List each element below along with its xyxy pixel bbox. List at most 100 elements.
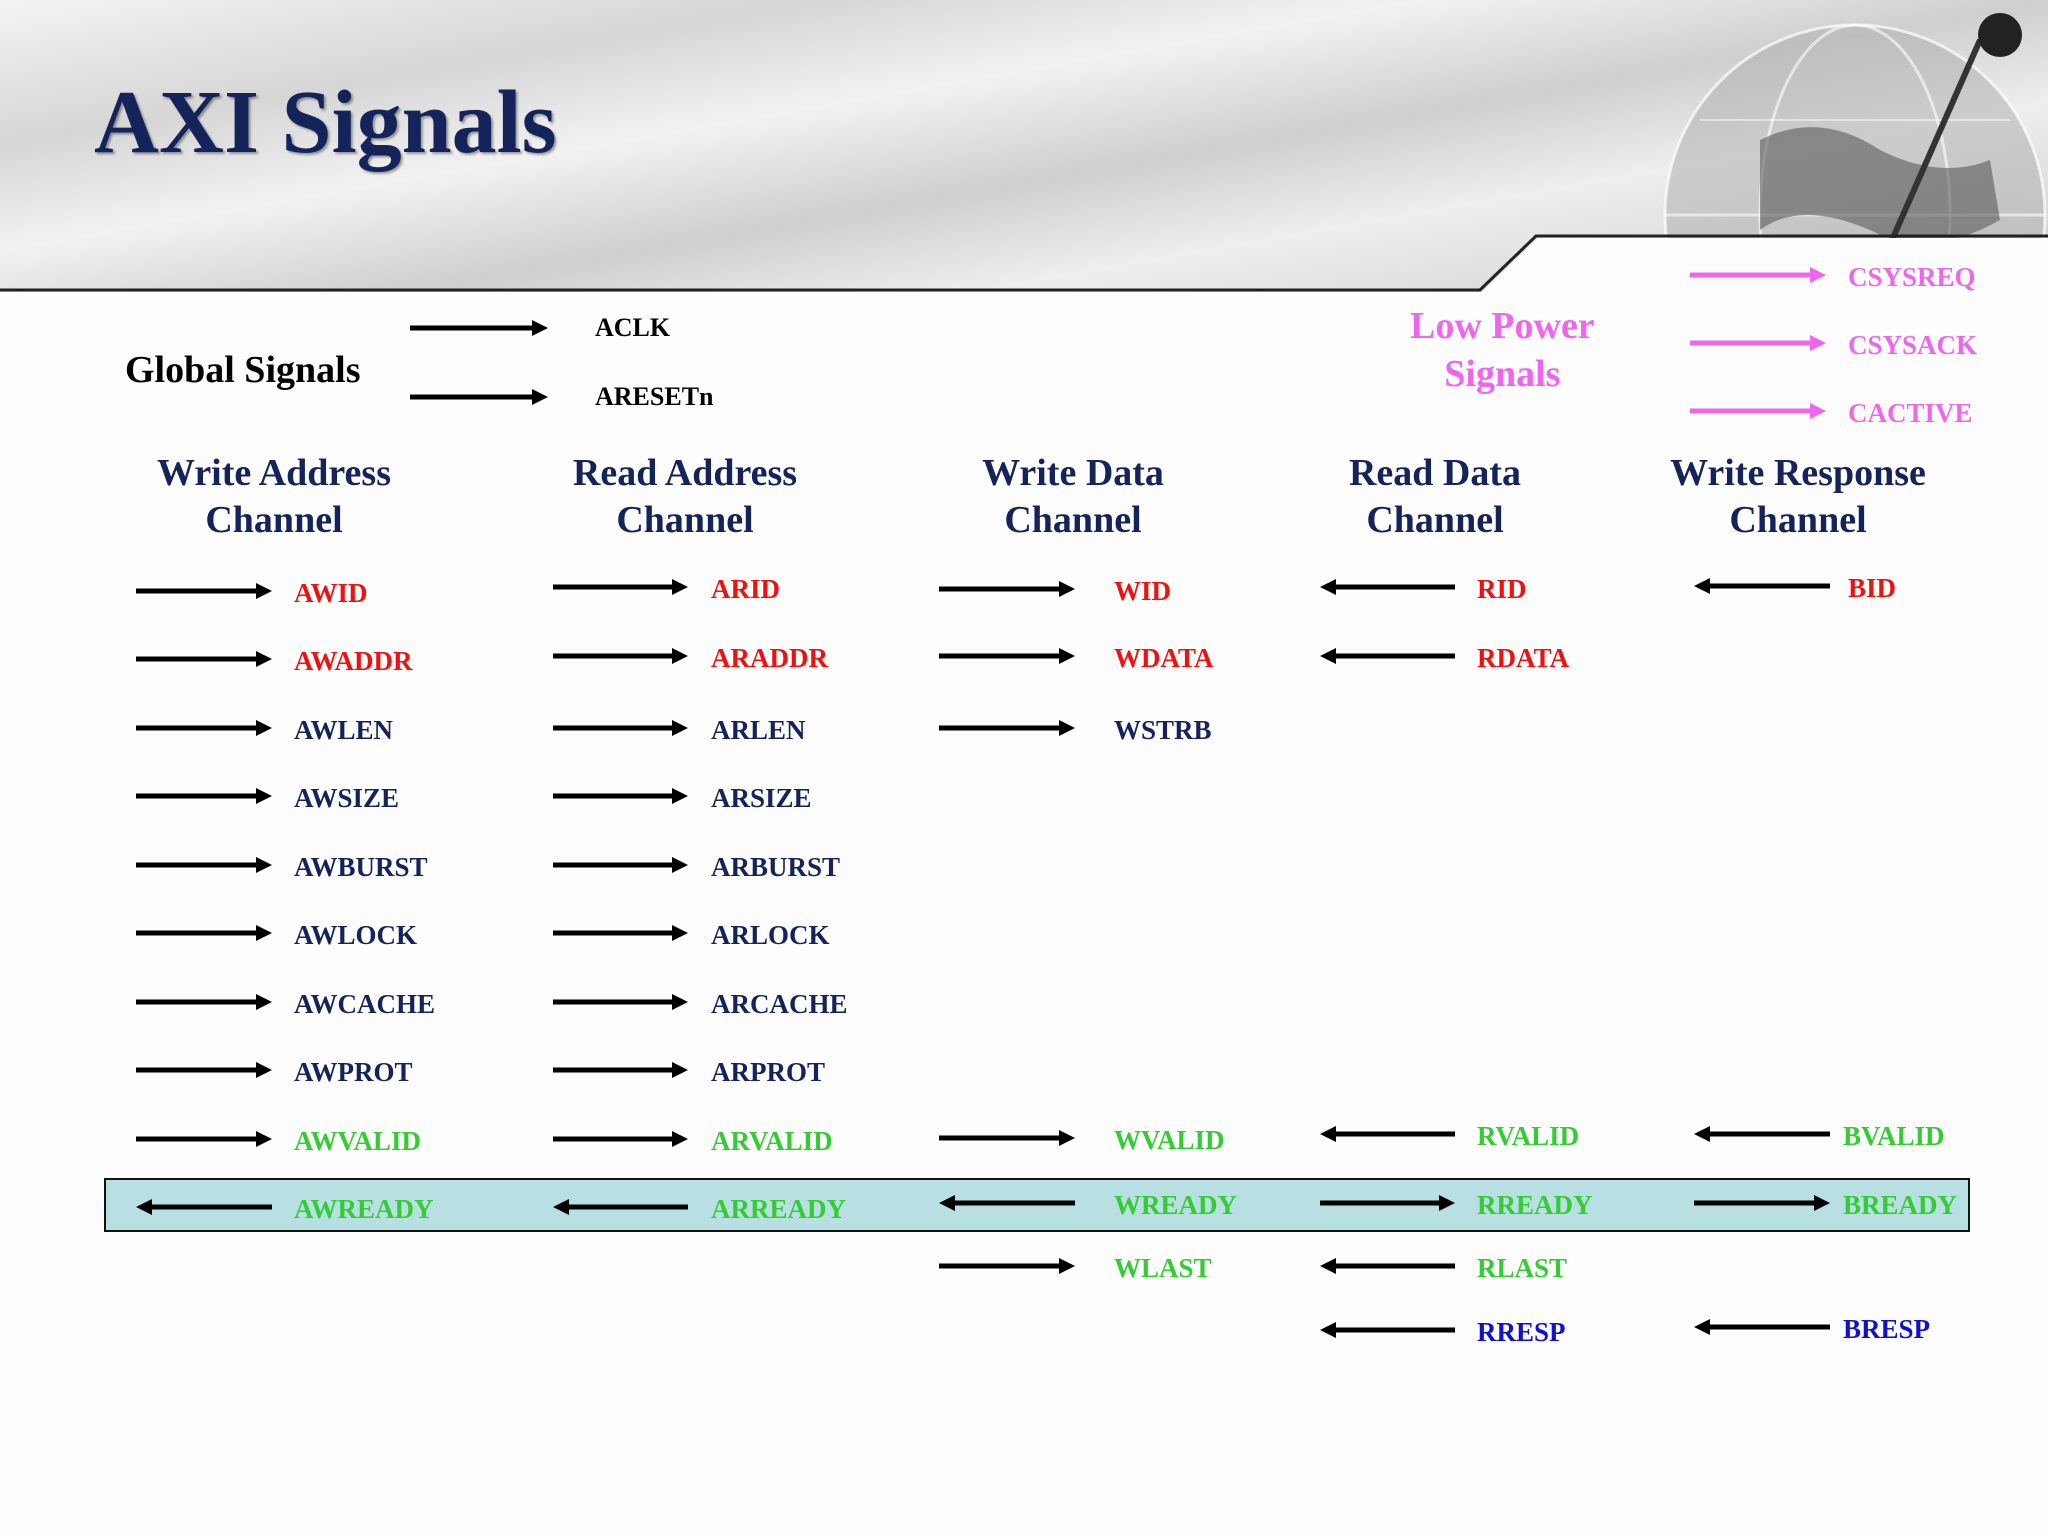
signal-awvalid: AWVALID — [294, 1126, 422, 1156]
signal-rlast: RLAST — [1477, 1253, 1568, 1283]
low-power-signals-label: Low Power Signals — [1410, 302, 1595, 398]
signal-arsize: ARSIZE — [711, 783, 812, 813]
arrow-rlast — [1320, 1258, 1455, 1274]
signal-csysreq: CSYSREQ — [1848, 262, 1976, 292]
arrow-bresp — [1694, 1319, 1830, 1335]
channel-heading-line1: Write Data — [982, 452, 1164, 494]
low-power-label-line1: Low Power — [1410, 305, 1595, 347]
arrow-arsize — [553, 788, 688, 804]
signal-arlock: ARLOCK — [711, 920, 830, 950]
signal-awid: AWID — [294, 578, 368, 608]
signal-wid: WID — [1114, 576, 1172, 606]
channel-heading-line2: Channel — [205, 499, 343, 541]
arrow-awprot — [136, 1062, 272, 1078]
arrow-bready — [1694, 1195, 1830, 1211]
signal-wready: WREADY — [1114, 1190, 1238, 1220]
channel-heading-line2: Channel — [616, 499, 754, 541]
arrow-wvalid — [939, 1130, 1075, 1146]
signal-awburst: AWBURST — [294, 852, 428, 882]
arrow-arlen — [553, 720, 688, 736]
signal-cactive: CACTIVE — [1848, 398, 1973, 428]
arrow-rvalid — [1320, 1126, 1455, 1142]
channel-heading-line1: Write Response — [1670, 452, 1926, 494]
signal-aresetn: ARESETn — [595, 382, 714, 411]
arrow-awready — [136, 1199, 272, 1215]
channel-heading-line1: Write Address — [157, 452, 391, 494]
arrow-arready — [553, 1199, 688, 1215]
channel-heading-line2: Channel — [1004, 499, 1142, 541]
arrow-arvalid — [553, 1131, 688, 1147]
arrow-awcache — [136, 994, 272, 1010]
signal-arid: ARID — [711, 574, 781, 604]
signal-bid: BID — [1848, 573, 1897, 603]
arrow-awlen — [136, 720, 272, 736]
signal-arvalid: ARVALID — [711, 1126, 833, 1156]
signal-awcache: AWCACHE — [294, 989, 436, 1019]
signal-arburst: ARBURST — [711, 852, 841, 882]
signal-awlock: AWLOCK — [294, 920, 418, 950]
arrow-awlock — [136, 925, 272, 941]
channel-heading-read-data: Read Data Channel — [1255, 450, 1615, 544]
channel-heading-line2: Channel — [1366, 499, 1504, 541]
arrow-rdata — [1320, 648, 1455, 664]
channel-heading-write-response: Write Response Channel — [1618, 450, 1978, 544]
signal-rready: RREADY — [1477, 1190, 1593, 1220]
low-power-label-line2: Signals — [1444, 353, 1561, 395]
arrow-csysack — [1690, 335, 1826, 351]
arrow-awsize — [136, 788, 272, 804]
signal-awlen: AWLEN — [294, 715, 394, 745]
channel-heading-write-address: Write Address Channel — [94, 450, 454, 544]
arrow-awid — [136, 583, 272, 599]
signal-rdata: RDATA — [1477, 643, 1569, 673]
arrow-bid — [1694, 578, 1830, 594]
page-title: AXI Signals — [94, 73, 557, 172]
signal-awready: AWREADY — [294, 1194, 434, 1224]
signal-wlast: WLAST — [1114, 1253, 1212, 1283]
channel-heading-line1: Read Address — [572, 452, 798, 494]
arrow-arcache — [553, 994, 688, 1010]
signal-wdata: WDATA — [1114, 643, 1214, 673]
signal-rresp: RRESP — [1477, 1317, 1566, 1347]
signal-wstrb: WSTRB — [1114, 715, 1212, 745]
signal-rvalid: RVALID — [1477, 1121, 1580, 1151]
arrow-awaddr — [136, 651, 272, 667]
arrow-rready — [1320, 1195, 1455, 1211]
arrow-araddr — [553, 648, 688, 664]
signal-araddr: ARADDR — [711, 643, 828, 673]
arrow-awvalid — [136, 1131, 272, 1147]
arrow-aclk — [410, 320, 548, 336]
signal-arready: ARREADY — [711, 1194, 846, 1224]
signal-bready: BREADY — [1843, 1190, 1958, 1220]
arrow-bvalid — [1694, 1126, 1830, 1142]
signal-aclk: ACLK — [595, 313, 671, 342]
arrow-rresp — [1320, 1322, 1455, 1338]
arrow-awburst — [136, 857, 272, 873]
arrow-arprot — [553, 1062, 688, 1078]
signal-bresp: BRESP — [1843, 1314, 1931, 1344]
signal-wvalid: WVALID — [1114, 1125, 1225, 1155]
channel-heading-line2: Channel — [1729, 499, 1867, 541]
channel-heading-write-data: Write Data Channel — [893, 450, 1253, 544]
arrow-rid — [1320, 579, 1455, 595]
signal-awsize: AWSIZE — [294, 783, 400, 813]
signal-csysack: CSYSACK — [1848, 330, 1978, 360]
arrow-arlock — [553, 925, 688, 941]
header-decoration — [0, 13, 2048, 300]
globe-icon — [1663, 13, 2047, 300]
arrow-wlast — [939, 1258, 1075, 1274]
arrow-csysreq — [1690, 267, 1826, 283]
channel-heading-line1: Read Data — [1348, 452, 1522, 494]
signal-bvalid: BVALID — [1843, 1121, 1945, 1151]
signal-rid: RID — [1477, 574, 1527, 604]
arrow-arid — [553, 579, 688, 595]
signal-awprot: AWPROT — [294, 1057, 413, 1087]
signal-awaddr: AWADDR — [294, 646, 413, 676]
arrow-aresetn — [410, 389, 548, 405]
arrow-wdata — [939, 648, 1075, 664]
arrow-arburst — [553, 857, 688, 873]
arrow-wready — [939, 1195, 1075, 1211]
arrow-cactive — [1690, 403, 1826, 419]
channel-heading-read-address: Read Address Channel — [505, 450, 865, 544]
signal-arlen: ARLEN — [711, 715, 806, 745]
